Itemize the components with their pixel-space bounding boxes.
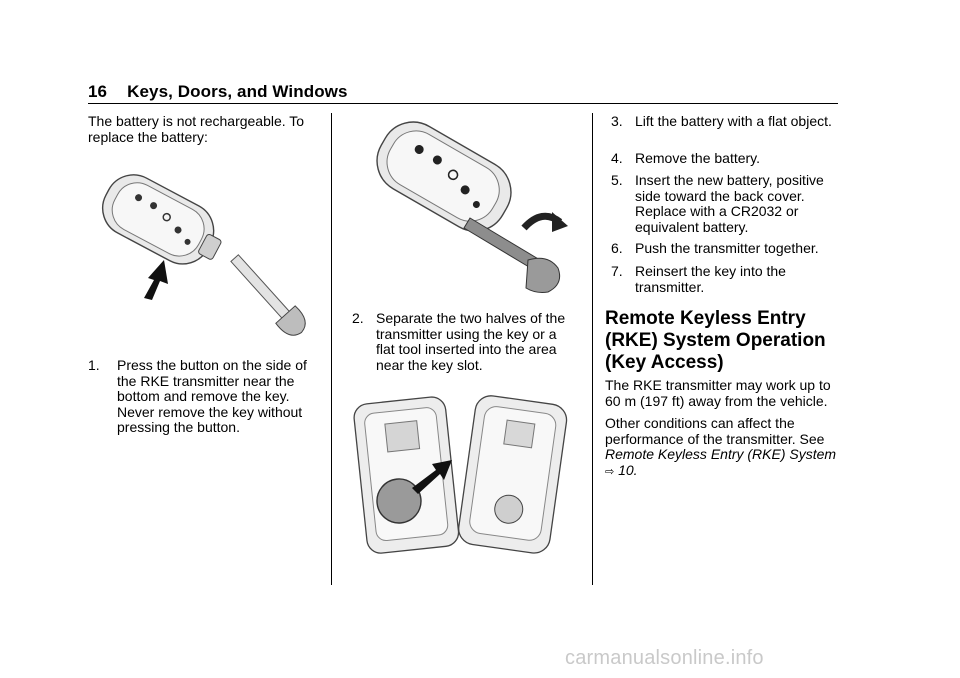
intro-paragraph: The battery is not rechargeable. To repl… — [88, 113, 305, 145]
step-4: 4. Remove the battery. — [611, 150, 841, 167]
step-text: Remove the battery. — [635, 150, 761, 166]
figure-key-removal — [101, 174, 306, 336]
step-2: 2. Separate the two halves of the transm… — [352, 310, 578, 373]
step-5: 5. Insert the new battery, positive side… — [611, 172, 841, 235]
column-divider-2 — [592, 113, 593, 585]
section-title: Keys, Doors, and Windows — [127, 82, 348, 101]
step-number: 7. — [611, 263, 623, 279]
range-paragraph: The RKE transmitter may work up to 60 m … — [605, 377, 831, 409]
step-text: Insert the new battery, positive side to… — [635, 172, 824, 235]
page-header: 16 Keys, Doors, and Windows — [88, 82, 348, 102]
header-rule — [88, 103, 838, 104]
step-text: Separate the two halves of the transmitt… — [376, 310, 566, 373]
step-text: Lift the battery with a flat object. — [635, 113, 832, 129]
rke-reference-link[interactable]: Remote Keyless Entry (RKE) System — [605, 446, 837, 462]
battery-icon — [376, 478, 422, 524]
step-text: Reinsert the key into the transmitter. — [635, 263, 786, 295]
step-1: 1. Press the button on the side of the R… — [88, 357, 322, 436]
conditions-text: Other conditions can affect the performa… — [605, 415, 825, 447]
section-heading-line-2: (RKE) System Operation — [605, 330, 826, 351]
reference-page-number: 10. — [618, 461, 638, 478]
step-text: Press the button on the side of the RKE … — [117, 357, 307, 435]
step-6: 6. Push the transmitter together. — [611, 240, 841, 257]
column-divider-1 — [331, 113, 332, 585]
step-7: 7. Reinsert the key into the transmitter… — [611, 263, 841, 295]
figure-battery-removal — [353, 395, 568, 554]
step-number: 4. — [611, 150, 623, 166]
watermark: carmanualsonline.info — [565, 647, 764, 669]
step-number: 2. — [352, 310, 364, 326]
step-number: 5. — [611, 172, 623, 188]
section-heading-line-1: Remote Keyless Entry — [605, 308, 806, 329]
step-3: 3. Lift the battery with a flat object. — [611, 113, 841, 130]
step-text: Push the transmitter together. — [635, 240, 819, 256]
section-heading-line-3: (Key Access) — [605, 352, 724, 373]
pointer-arrow-icon — [412, 460, 452, 494]
page-number: 16 — [88, 82, 108, 101]
step-number: 1. — [88, 357, 100, 373]
figure-separate-halves — [376, 121, 568, 293]
step-number: 3. — [611, 113, 623, 129]
conditions-paragraph: Other conditions can affect the performa… — [605, 415, 840, 479]
page-reference-icon: ⇨ — [605, 464, 615, 478]
step-number: 6. — [611, 240, 623, 256]
press-arrow-icon — [144, 260, 168, 300]
